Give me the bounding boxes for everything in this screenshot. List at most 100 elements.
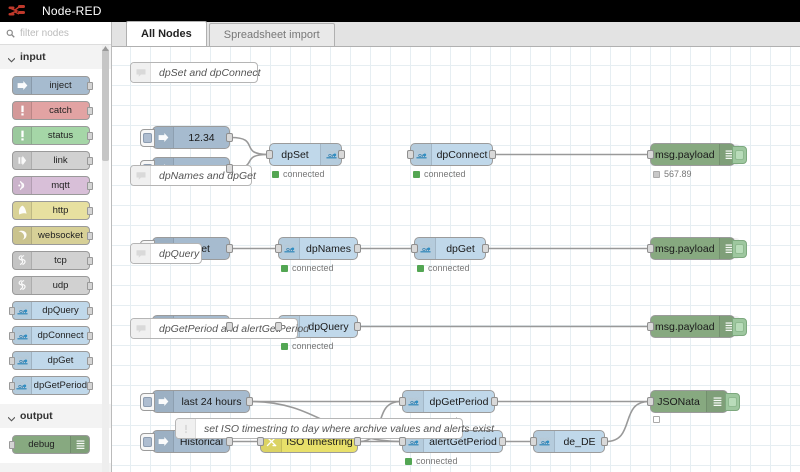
palette-filter[interactable]: filter nodes (0, 22, 111, 45)
node-input-port[interactable] (647, 150, 654, 159)
palette-node-udp[interactable]: udp (12, 276, 93, 295)
node-output-port[interactable] (87, 181, 93, 190)
flow-node-dbg4[interactable]: JSONata (647, 390, 740, 423)
node-input-port[interactable] (275, 244, 282, 253)
debug-toggle-button[interactable] (732, 317, 747, 336)
node-output-port[interactable] (246, 397, 253, 406)
comment-icon (131, 319, 151, 338)
node-input-port[interactable] (9, 306, 15, 315)
scroll-up-arrow-icon[interactable] (102, 42, 109, 51)
node-output-port[interactable] (87, 306, 93, 315)
comment-node[interactable]: dpGetPeriod and alertGetPeriod (130, 318, 309, 339)
node-input-port[interactable] (399, 397, 406, 406)
flow-node-dbg3[interactable]: msg.payload (647, 315, 747, 338)
svg-text:OA: OA (19, 384, 26, 389)
node-output-port[interactable] (226, 244, 233, 253)
flow-node-inj1[interactable]: 12.34 (140, 126, 233, 149)
palette-node-tcp[interactable]: tcp (12, 251, 93, 270)
node-output-port[interactable] (499, 437, 506, 446)
node-output-port[interactable] (87, 256, 93, 265)
flow-node-dpgp[interactable]: WinCCOAdpGetPeriodconnected (399, 390, 498, 426)
tab-spreadsheet-import[interactable]: Spreadsheet import (208, 23, 335, 46)
palette-node-debug[interactable]: debug (9, 435, 90, 454)
inject-trigger-button[interactable] (140, 432, 155, 451)
node-input-port[interactable] (275, 322, 282, 331)
palette-node-link[interactable]: link (12, 151, 93, 170)
node-input-port[interactable] (399, 437, 406, 446)
node-input-port[interactable] (257, 437, 264, 446)
wire[interactable] (605, 400, 650, 443)
wire[interactable] (230, 136, 269, 156)
node-output-port[interactable] (338, 150, 345, 159)
comment-node[interactable]: set ISO timestring to day where archive … (175, 418, 494, 439)
node-output-port[interactable] (226, 133, 233, 142)
node-input-port[interactable] (411, 244, 418, 253)
node-input-port[interactable] (9, 356, 15, 365)
node-input-port[interactable] (266, 150, 273, 159)
node-input-port[interactable] (530, 437, 537, 446)
node-output-port[interactable] (354, 322, 361, 331)
palette-node-inject[interactable]: inject (12, 76, 93, 95)
node-output-port[interactable] (87, 81, 93, 90)
palette-node-mqtt[interactable]: mqtt (12, 176, 93, 195)
inject-trigger-button[interactable] (140, 128, 155, 147)
node-input-port[interactable] (647, 322, 654, 331)
palette-scrollbar-thumb[interactable] (102, 49, 109, 161)
comment-node[interactable]: dpSet and dpConnect (130, 62, 261, 83)
node-output-port[interactable] (601, 437, 608, 446)
node-output-port[interactable] (482, 244, 489, 253)
node-input-port[interactable] (9, 331, 15, 340)
debug-toggle-button[interactable] (725, 392, 740, 411)
node-output-port[interactable] (87, 331, 93, 340)
flow-node-inj5[interactable]: last 24 hours (140, 390, 253, 413)
palette-node-http[interactable]: http (12, 201, 93, 220)
comment-node[interactable]: dpQuery (130, 243, 202, 264)
link-in-icon (13, 152, 32, 169)
node-input-port[interactable] (647, 244, 654, 253)
node-output-port[interactable] (226, 437, 233, 446)
comment-node[interactable]: dpNames and dpGet (130, 165, 256, 186)
node-output-port[interactable] (226, 322, 233, 331)
node-output-port[interactable] (87, 156, 93, 165)
node-output-port[interactable] (87, 131, 93, 140)
svg-text:OA: OA (410, 400, 417, 405)
debug-toggle-button[interactable] (732, 239, 747, 258)
node-input-port[interactable] (9, 381, 15, 390)
node-output-port[interactable] (87, 231, 93, 240)
node-output-port[interactable] (87, 356, 93, 365)
node-input-port[interactable] (647, 397, 654, 406)
palette-category-header-output[interactable]: output (0, 404, 111, 428)
node-output-port[interactable] (87, 206, 93, 215)
tab-all-nodes[interactable]: All Nodes (126, 21, 207, 46)
node-output-port[interactable] (87, 106, 93, 115)
node-input-port[interactable] (407, 150, 414, 159)
node-input-port[interactable] (9, 440, 15, 449)
svg-text:WinCC: WinCC (416, 150, 428, 154)
node-output-port[interactable] (87, 381, 93, 390)
palette-node-catch[interactable]: catch (12, 101, 93, 120)
node-output-port[interactable] (489, 150, 496, 159)
node-output-port[interactable] (354, 437, 361, 446)
flow-canvas[interactable]: 12.34567.89dpSetWinCCOAconnectedWinCCOAd… (112, 47, 800, 472)
palette-category-header-input[interactable]: input (0, 45, 111, 69)
palette-scrollbar-track[interactable] (102, 45, 109, 472)
debug-toggle-button[interactable] (732, 145, 747, 164)
inject-trigger-button[interactable] (140, 392, 155, 411)
palette-node-websocket[interactable]: websocket (12, 226, 93, 245)
palette-node-status[interactable]: status (12, 126, 93, 145)
node-output-port[interactable] (226, 164, 233, 173)
node-output-port[interactable] (491, 397, 498, 406)
node-output-port[interactable] (87, 281, 93, 290)
node-output-port[interactable] (354, 244, 361, 253)
flow-node-dbg2[interactable]: msg.payload (647, 237, 747, 260)
